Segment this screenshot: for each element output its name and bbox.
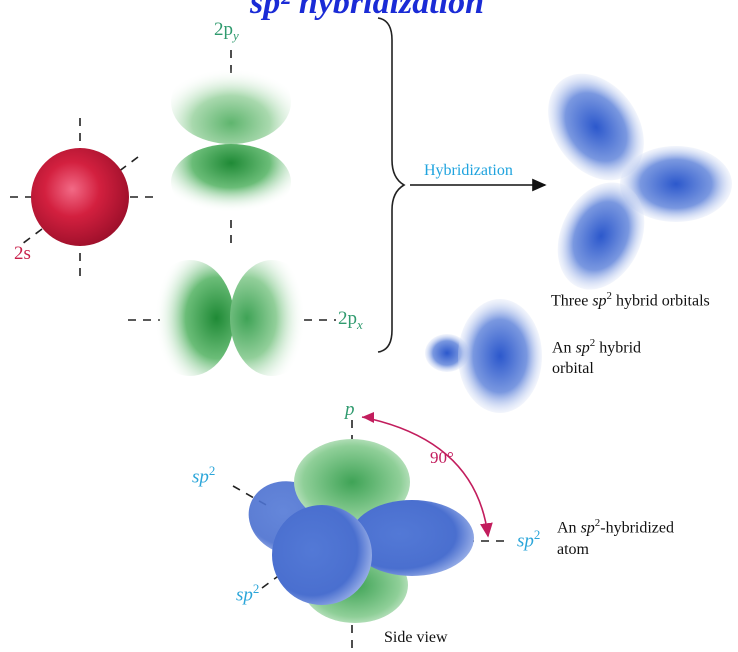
hybridization-label: Hybridization xyxy=(424,162,513,179)
three-hybrid-orbitals xyxy=(548,73,732,290)
hybridized-atom-label: An sp2-hybridized xyxy=(557,517,674,537)
page-title: sp² hybridization xyxy=(250,0,485,21)
angle-label: 90° xyxy=(430,448,454,467)
p-orbital-label: p xyxy=(345,399,355,420)
py-orbital-label: 2py xyxy=(214,19,239,43)
px-orbital-right-lobe xyxy=(230,260,314,376)
single-hybrid-orbital-label: An sp2 hybrid xyxy=(552,337,642,357)
px-orbital-label: 2px xyxy=(338,308,363,332)
three-hybrid-orbitals-label: Three sp2 hybrid orbitals xyxy=(551,290,710,310)
py-orbital-lower-lobe xyxy=(171,144,291,220)
sp2-left-label: sp2 xyxy=(192,463,216,488)
sp2-bottom-label: sp2 xyxy=(236,581,260,606)
s-orbital-sphere xyxy=(31,148,129,246)
sp2-right-label: sp2 xyxy=(517,527,541,552)
single-hybrid-orbital xyxy=(425,299,542,413)
right-angle-arc xyxy=(361,416,493,538)
side-view-label: Side view xyxy=(384,629,448,646)
hybridized-atom-label-line2: atom xyxy=(557,541,589,558)
single-hybrid-orbital-label-line2: orbital xyxy=(552,360,594,377)
grouping-brace xyxy=(377,17,406,353)
s-orbital-label: 2s xyxy=(14,243,31,264)
py-orbital-upper-lobe xyxy=(171,60,291,144)
px-orbital-left-lobe xyxy=(146,260,234,376)
hybridized-atom xyxy=(232,420,505,650)
